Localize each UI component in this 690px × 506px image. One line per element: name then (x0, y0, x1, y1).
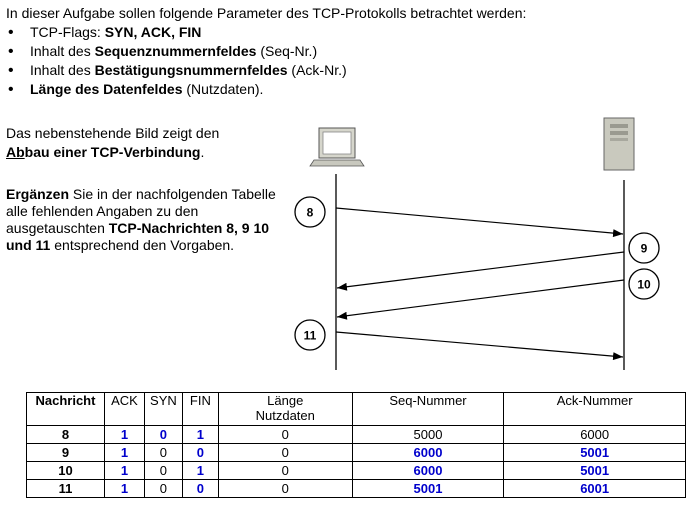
parameter-item-seq: Inhalt des Sequenznummernfeldes (Seq-Nr.… (6, 42, 526, 61)
header-nachricht: Nachricht (26, 392, 105, 426)
header-fin: FIN (181, 392, 219, 426)
svg-text:9: 9 (641, 242, 648, 256)
parameter-item-length: Länge des Datenfeldes (Nutzdaten). (6, 80, 526, 99)
message-11-arrow (335, 331, 624, 361)
task-text: Ergänzen Sie in der nachfolgenden Tabell… (6, 186, 276, 253)
svg-text:10: 10 (637, 278, 651, 292)
message-10-arrow (336, 279, 625, 320)
parameter-item-flags: TCP-Flags: SYN, ACK, FIN (6, 23, 526, 42)
header-ack: ACK (103, 392, 145, 426)
message-9-badge: 9 (628, 232, 660, 264)
message-9-arrow (336, 251, 625, 291)
desktop-computer-icon (309, 127, 365, 167)
message-11-badge: 11 (294, 319, 326, 351)
message-8-arrow (335, 207, 624, 238)
svg-text:8: 8 (307, 206, 314, 220)
description-text: Das nebenstehende Bild zeigt den Abbau e… (6, 125, 220, 160)
intro-lead: In dieser Aufgabe sollen folgende Parame… (6, 5, 527, 21)
intro-block: In dieser Aufgabe sollen folgende Parame… (6, 4, 526, 99)
header-ack-nummer: Ack-Nummer (503, 392, 686, 426)
svg-text:11: 11 (304, 329, 317, 343)
message-10-badge: 10 (628, 268, 660, 300)
table-row: 8 1 0 1 0 5000 6000 (26, 425, 686, 444)
table-row: 11 1 0 0 0 5001 6001 (26, 479, 686, 498)
table-row: 10 1 0 1 0 6000 5001 (26, 461, 686, 480)
parameter-item-ack: Inhalt des Bestätigungsnummernfeldes (Ac… (6, 61, 526, 80)
tcp-sequence-diagram: 8 9 10 11 (294, 117, 660, 370)
server-tower-icon (603, 117, 635, 171)
header-seq-nummer: Seq-Nummer (351, 392, 505, 426)
message-8-badge: 8 (294, 196, 326, 228)
header-syn: SYN (143, 392, 183, 426)
parameter-list: TCP-Flags: SYN, ACK, FIN Inhalt des Sequ… (6, 23, 526, 99)
table-row: 9 1 0 0 0 6000 5001 (26, 443, 686, 462)
